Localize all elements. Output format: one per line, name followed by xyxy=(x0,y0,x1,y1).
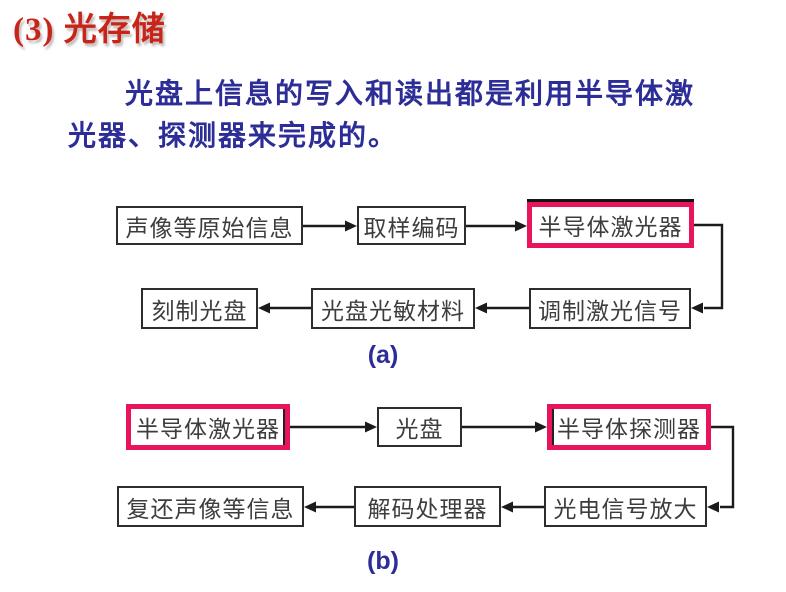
flowbox-b-decoder-processor: 解码处理器 xyxy=(354,486,501,527)
flowbox-a-engrave-disc: 刻制光盘 xyxy=(141,288,258,329)
flowbox-b-photoelectric-amplifier: 光电信号放大 xyxy=(544,486,707,527)
arrow-a-modulation-to-material xyxy=(475,302,529,314)
diagram-b-label: (b) xyxy=(367,547,399,575)
flowbox-a-modulated-laser-signal: 调制激光信号 xyxy=(529,288,691,329)
arrow-b-laser-to-disc xyxy=(290,421,377,433)
flowbox-b-semiconductor-detector: 半导体探测器 xyxy=(547,404,711,450)
page-title: (3) 光存储 xyxy=(13,12,166,48)
diagram-a-label: (a) xyxy=(367,341,399,369)
arrow-a-source-to-sampling xyxy=(303,220,357,232)
flowbox-b-restored-signal: 复还声像等信息 xyxy=(117,486,304,527)
arrow-b-disc-to-detector xyxy=(462,421,547,433)
connector-b-detector-to-amplifier xyxy=(707,425,735,513)
flowbox-b-optical-disc: 光盘 xyxy=(377,407,462,447)
flowbox-a-photosensitive-material: 光盘光敏材料 xyxy=(311,288,475,329)
flowbox-a-semiconductor-laser: 半导体激光器 xyxy=(527,202,694,248)
intro-line-1: 光盘上信息的写入和读出都是利用半导体激 xyxy=(125,79,696,110)
arrow-b-amplifier-to-decoder xyxy=(501,501,544,513)
intro-line-2: 光器、探测器来完成的。 xyxy=(68,121,399,152)
arrow-a-sampling-to-laser xyxy=(466,220,527,232)
connector-a-laser-to-modulation xyxy=(691,223,724,314)
flowbox-b-semiconductor-laser: 半导体激光器 xyxy=(126,404,290,450)
flowbox-a-sampling-encoding: 取样编码 xyxy=(357,206,466,245)
arrow-a-material-to-engrave xyxy=(258,302,311,314)
flowbox-a-source-info: 声像等原始信息 xyxy=(116,206,303,245)
intro-text: 光盘上信息的写入和读出都是利用半导体激 光器、探测器来完成的。 xyxy=(68,74,733,158)
arrow-b-decoder-to-restore xyxy=(304,501,354,513)
